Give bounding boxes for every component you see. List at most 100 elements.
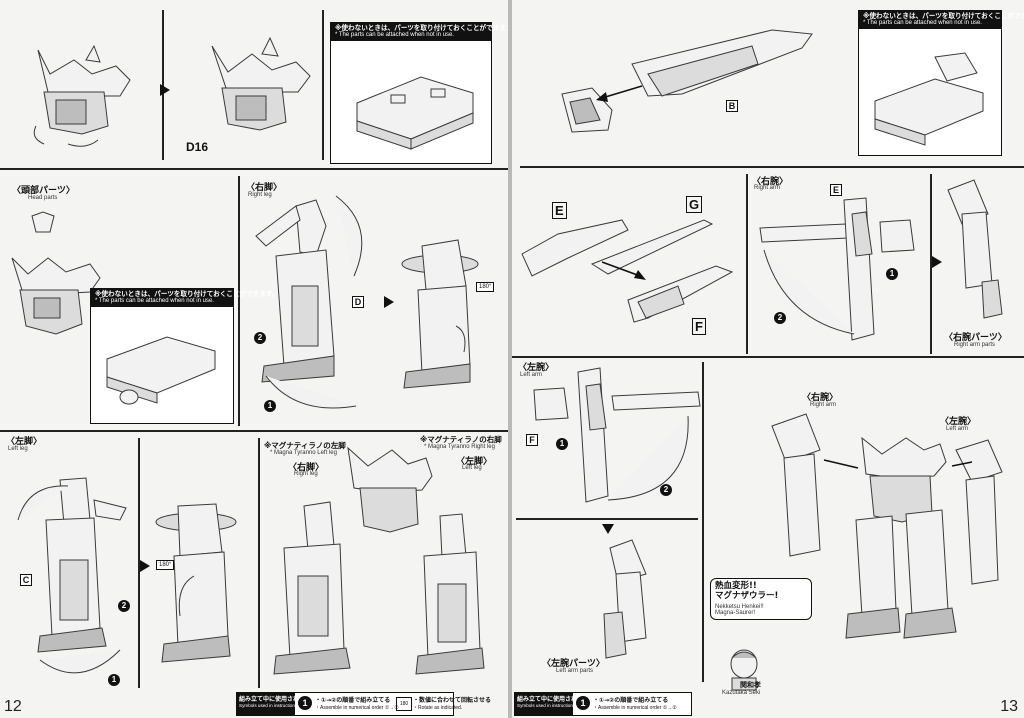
- head-part-illustration: [31, 211, 55, 233]
- stand-with-part-illustration: [874, 52, 984, 146]
- step-arrow-icon: [932, 256, 942, 268]
- part-tag-c: C: [20, 574, 32, 586]
- step-1-icon: 1: [264, 400, 276, 412]
- part-tag-d: D: [352, 296, 364, 308]
- magna-left-note-en: * Magna Tyranno Left leg: [270, 450, 337, 456]
- legend-rotate: 180 ・数値に合わせて回転させる ・Rotate as indicated.: [393, 693, 491, 715]
- left-arm-parts-label-en: Left arm parts: [556, 668, 594, 674]
- legend-title: 組み立て中に使用されているアイコン Symbols used in instru…: [515, 693, 619, 715]
- icon-legend: 組み立て中に使用されているアイコン Symbols used in instru…: [236, 692, 491, 716]
- left-arm-parts-label: 〈左腕パーツ〉: [542, 659, 605, 669]
- right-arm-parts-illustration: [947, 179, 1003, 319]
- note-en: * The parts can be attached when not in …: [863, 20, 982, 27]
- step-down-arrow-icon: [602, 524, 614, 534]
- step-order-icon: 1: [576, 696, 590, 710]
- note-jp: ※使わないときは、パーツを取り付けておくことができます。: [335, 24, 508, 32]
- sub-left-leg-label-en: Left leg: [462, 465, 482, 471]
- left-leg-rotated-illustration: [155, 503, 237, 663]
- legend-order-jp: ・①→②の順番で組み立てる: [315, 697, 391, 704]
- divider: [702, 362, 704, 682]
- arm-parts-illustration: [521, 219, 734, 323]
- page-number: 13: [1000, 698, 1018, 715]
- speech-bubble: 熱血変形!! マグナザウラー! Nekketsu Henkei!! Magna-…: [710, 578, 812, 620]
- note-header: ※使わないときは、パーツを取り付けておくことができます。 * The parts…: [331, 23, 508, 41]
- divider: [138, 438, 140, 688]
- page-number: 12: [4, 698, 22, 715]
- torso-illustration: [11, 257, 101, 335]
- left-arm-illustration: [533, 367, 701, 503]
- part-tag-f: F: [526, 434, 538, 446]
- divider: [0, 168, 508, 170]
- speech-jp-2: マグナザウラー!: [715, 590, 779, 601]
- speech-en-1: Nekketsu Henkei!!: [715, 603, 764, 610]
- head-parts-label: 〈頭部パーツ〉: [12, 186, 75, 196]
- step-arrow-icon: [160, 84, 170, 96]
- divider: [0, 430, 508, 432]
- step-1-icon: 1: [886, 268, 898, 280]
- legend-order-en: ・Assemble in numerical order ①→②: [593, 705, 677, 711]
- magna-right-note-en: * Magna Tyranno Right leg: [424, 444, 495, 450]
- step-arrow-icon: [384, 296, 394, 308]
- final-left-arm-label: 〈左腕〉: [940, 417, 977, 427]
- step-2-icon: 2: [660, 484, 672, 496]
- final-right-arm-label-en: Right arm: [810, 402, 837, 408]
- step-2-icon: 2: [118, 600, 130, 612]
- right-leg-label: 〈右脚〉: [246, 183, 283, 193]
- part-tag-f: F: [692, 318, 706, 335]
- note-box-2: ※使わないときは、パーツを取り付けておくことができます。 * The parts…: [90, 288, 279, 424]
- head-parts-label-en: Head parts: [28, 195, 58, 201]
- legend-rotate-en: ・Rotate as indicated.: [413, 705, 463, 711]
- legend-order-en: ・Assemble in numerical order ①→②: [315, 705, 399, 711]
- divider: [746, 174, 748, 354]
- magna-right-note: ※マグナティラノの右脚: [420, 435, 502, 444]
- divider: [162, 10, 164, 160]
- left-leg-illustration: [17, 477, 127, 674]
- speech-jp-1: 熱血変形!!: [715, 581, 757, 591]
- stand-illustration: [356, 76, 474, 150]
- legend-title-en: Symbols used in instructions: [517, 703, 576, 708]
- author-avatar: [730, 649, 758, 691]
- note-en: * The parts can be attached when not in …: [95, 298, 214, 305]
- sub-right-leg-label-en: Right leg: [294, 471, 318, 477]
- left-arm-parts-illustration: [603, 539, 647, 659]
- left-arm-label: 〈左腕〉: [518, 363, 555, 373]
- step-arrow-icon: [140, 560, 150, 572]
- stand-illustration: [106, 336, 216, 405]
- legend-order: 1 ・①→②の順番で組み立てる ・Assemble in numerical o…: [295, 693, 399, 715]
- right-page: B ※使わないときは、パーツを取り付けておくことができます。 * The par…: [512, 0, 1024, 718]
- divider: [930, 174, 932, 354]
- legend-title-jp: 組み立て中に使用されているアイコン: [517, 696, 619, 703]
- step-2-icon: 2: [254, 332, 266, 344]
- author-name-en: Kazutaka Seki: [722, 690, 761, 696]
- right-arm-illustration: [759, 197, 915, 341]
- author-name-jp: 関和孝: [740, 681, 761, 689]
- divider: [520, 166, 1024, 168]
- rotate-180-icon: 180°: [156, 560, 175, 570]
- rotate-180-icon: 180°: [476, 282, 495, 292]
- part-tag-e: E: [552, 202, 567, 219]
- body-with-legs-illustration: [273, 446, 485, 675]
- right-leg-label-en: Right leg: [248, 192, 272, 198]
- rotate-icon: 180: [396, 697, 412, 711]
- step-1-icon: 1: [556, 438, 568, 450]
- final-right-arm-label: 〈右腕〉: [802, 393, 839, 403]
- gutter: [508, 0, 512, 718]
- right-leg-rotated-illustration: [401, 239, 479, 389]
- note-header: ※使わないときは、パーツを取り付けておくことができます。 * The parts…: [91, 289, 279, 307]
- right-arm-label-en: Right arm: [754, 185, 781, 191]
- divider: [322, 10, 324, 160]
- step-2-icon: 2: [774, 312, 786, 324]
- legend-order: 1 ・①→②の順番で組み立てる ・Assemble in numerical o…: [573, 693, 689, 715]
- tail-assembly-illustration: [561, 29, 813, 133]
- note-header: ※使わないときは、パーツを取り付けておくことができます。 * The parts…: [859, 11, 1024, 29]
- head-torso-with-part-illustration: [211, 36, 311, 131]
- icon-legend: 組み立て中に使用されているアイコン Symbols used in instru…: [514, 692, 692, 716]
- arrow-icon: [596, 85, 643, 102]
- left-page: D16 ※使わないときは、パーツを取り付けておくことができます。 * The p…: [0, 0, 508, 718]
- right-arm-label: 〈右腕〉: [752, 177, 789, 187]
- note-jp: ※使わないときは、パーツを取り付けておくことができます。: [95, 290, 279, 298]
- magna-left-note: ※マグナティラノの左脚: [264, 441, 346, 450]
- divider: [512, 356, 1024, 358]
- right-leg-illustration: [255, 195, 363, 409]
